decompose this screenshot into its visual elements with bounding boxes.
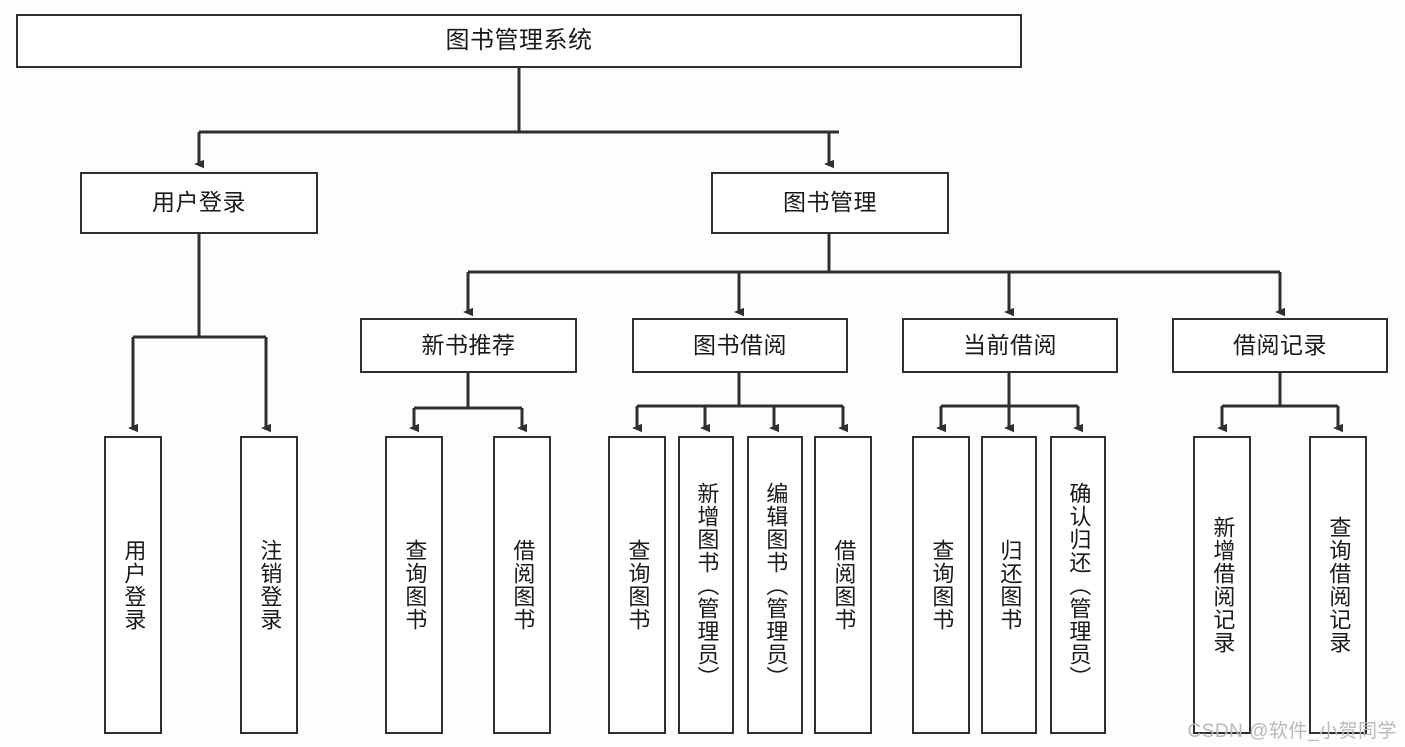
- leaf-recommend-query-book-label: 查询图书: [402, 539, 428, 631]
- node-book-borrow-label: 图书借阅: [693, 331, 787, 358]
- leaf-recommend-borrow-book-label: 借阅图书: [510, 539, 536, 631]
- leaf-borrow-query-book-label: 查询图书: [625, 539, 651, 631]
- node-new-book-recommend[interactable]: 新书推荐: [360, 318, 577, 373]
- leaf-recommend-query-book[interactable]: 查询图书: [385, 436, 443, 734]
- leaf-current-confirm-return[interactable]: 确认归还（管理员）: [1050, 436, 1106, 734]
- watermark-text: CSDN @软件_小贺同学: [1187, 721, 1397, 742]
- leaf-recommend-borrow-book[interactable]: 借阅图书: [493, 436, 551, 734]
- node-new-book-recommend-label: 新书推荐: [421, 331, 516, 358]
- node-user-login[interactable]: 用户登录: [80, 172, 318, 234]
- node-book-borrow[interactable]: 图书借阅: [632, 318, 848, 373]
- leaf-borrow-add-book[interactable]: 新增图书（管理员）: [678, 436, 734, 734]
- node-current-borrow[interactable]: 当前借阅: [902, 318, 1118, 373]
- node-book-management-label: 图书管理: [783, 189, 877, 216]
- leaf-record-add-record[interactable]: 新增借阅记录: [1193, 436, 1251, 734]
- leaf-borrow-borrow-book-label: 借阅图书: [831, 539, 857, 631]
- leaf-current-query-book-label: 查询图书: [929, 539, 955, 631]
- leaf-record-query-record-label: 查询借阅记录: [1326, 516, 1352, 654]
- leaf-borrow-query-book[interactable]: 查询图书: [608, 436, 666, 734]
- leaf-record-add-record-label: 新增借阅记录: [1210, 516, 1236, 654]
- leaf-borrow-borrow-book[interactable]: 借阅图书: [814, 436, 872, 734]
- leaf-user-login-signout-label: 注销登录: [257, 539, 283, 631]
- node-root[interactable]: 图书管理系统: [16, 14, 1022, 68]
- leaf-current-return-book-label: 归还图书: [997, 539, 1023, 631]
- leaf-borrow-add-book-label: 新增图书（管理员）: [694, 481, 720, 689]
- leaf-current-query-book[interactable]: 查询图书: [912, 436, 970, 734]
- node-book-management[interactable]: 图书管理: [711, 172, 949, 234]
- node-root-label: 图书管理系统: [445, 26, 593, 54]
- node-borrow-record-label: 借阅记录: [1233, 331, 1327, 358]
- leaf-current-confirm-return-label: 确认归还（管理员）: [1066, 481, 1092, 689]
- leaf-user-login-signout[interactable]: 注销登录: [240, 436, 298, 734]
- node-current-borrow-label: 当前借阅: [963, 331, 1057, 358]
- leaf-current-return-book[interactable]: 归还图书: [981, 436, 1037, 734]
- leaf-borrow-edit-book[interactable]: 编辑图书（管理员）: [747, 436, 803, 734]
- leaf-user-login-signin-label: 用户登录: [121, 539, 147, 631]
- node-user-login-label: 用户登录: [152, 189, 246, 216]
- leaf-record-query-record[interactable]: 查询借阅记录: [1309, 436, 1367, 734]
- leaf-borrow-edit-book-label: 编辑图书（管理员）: [763, 481, 789, 689]
- node-borrow-record[interactable]: 借阅记录: [1172, 318, 1388, 373]
- leaf-user-login-signin[interactable]: 用户登录: [104, 436, 162, 734]
